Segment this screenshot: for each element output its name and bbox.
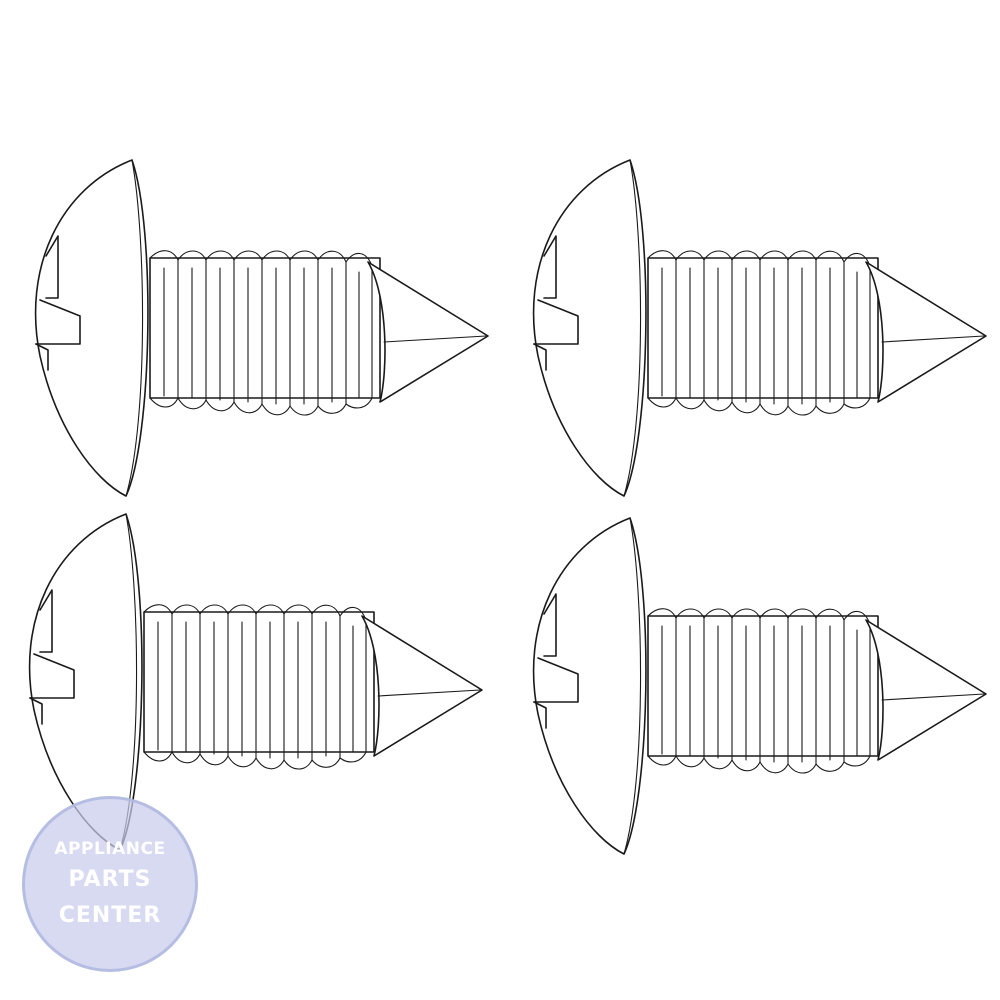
screw-bottom-right [532, 517, 987, 855]
watermark-line-2: PARTS [68, 867, 152, 893]
screw-top-right [532, 159, 987, 497]
watermark-line-1: APPLIANCE [54, 838, 166, 859]
appliance-parts-center-watermark: APPLIANCE PARTS CENTER [22, 796, 198, 972]
watermark-line-3: CENTER [58, 902, 162, 928]
screw-top-left [34, 159, 489, 497]
